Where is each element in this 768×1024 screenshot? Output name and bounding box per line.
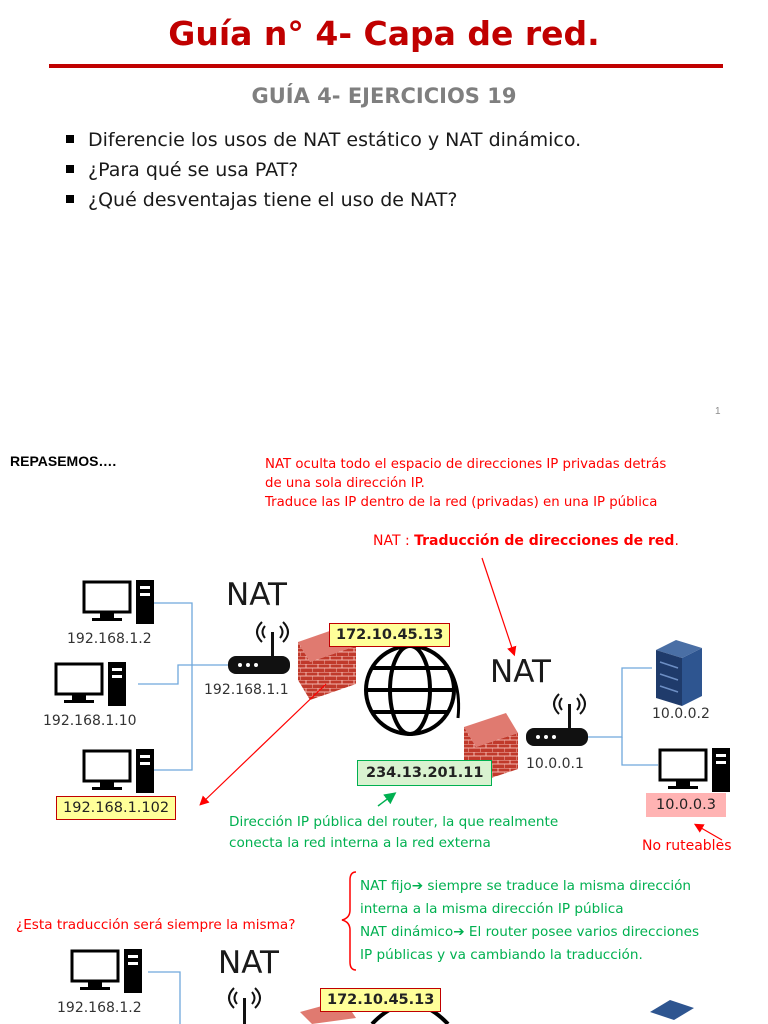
curly-brace	[341, 871, 357, 971]
public-ip-highlight: 172.10.45.13	[320, 988, 442, 1012]
title-divider	[49, 64, 723, 68]
list-item: Diferencie los usos de NAT estático y NA…	[66, 125, 581, 155]
list-item: ¿Para qué se usa PAT?	[66, 155, 581, 185]
computer-icon	[82, 580, 154, 624]
translation-question: ¿Esta traducción será siempre la misma?	[16, 917, 296, 933]
private-ip-highlight: 10.0.0.3	[646, 793, 726, 817]
nat-label: NAT	[490, 654, 551, 690]
computer-icon	[70, 949, 142, 993]
bullet-icon	[66, 135, 74, 143]
router-icon	[526, 693, 588, 746]
computer-icon	[82, 749, 154, 793]
router-icon	[228, 987, 261, 1024]
server-icon	[650, 1000, 694, 1020]
lan-cables-left	[138, 602, 228, 771]
pointer-arrow	[377, 792, 397, 807]
server-ip-label: 10.0.0.2	[652, 706, 710, 722]
nat-label: NAT	[226, 577, 287, 613]
server-icon	[656, 640, 702, 706]
section-heading: REPASEMOS….	[10, 453, 117, 469]
slide-subtitle: GUÍA 4- EJERCICIOS 19	[251, 84, 517, 108]
nat-definition: NAT : Traducción de direcciones de red.	[373, 533, 679, 549]
host-ip-label: 192.168.1.2	[57, 1000, 142, 1016]
lan-cable	[148, 971, 181, 1024]
page-number: 1	[715, 406, 721, 417]
nat-label: NAT	[218, 945, 279, 981]
pointer-arrow	[693, 823, 723, 841]
host-ip-highlight: 192.168.1.102	[56, 796, 177, 820]
bullet-icon	[66, 165, 74, 173]
router-public-ip: 234.13.201.11	[357, 760, 493, 786]
computer-icon	[658, 748, 730, 792]
router-ip-label: 10.0.0.1	[526, 756, 584, 772]
nat-types-description: NAT fijo➔ siempre se traduce la misma di…	[360, 878, 700, 963]
globe-icon	[364, 644, 461, 736]
question-list: Diferencie los usos de NAT estático y NA…	[66, 125, 581, 215]
pointer-arrow	[199, 683, 327, 806]
list-item: ¿Qué desventajas tiene el uso de NAT?	[66, 185, 581, 215]
router-icon	[228, 621, 290, 674]
lan-cables-right	[588, 667, 658, 766]
pointer-arrow	[481, 557, 517, 657]
host-ip-label: 192.168.1.2	[67, 631, 152, 647]
slide-title: Guía n° 4- Capa de red.	[168, 14, 600, 53]
nat-explanation: NAT oculta todo el espacio de direccione…	[265, 457, 667, 510]
computer-icon	[54, 662, 126, 706]
router-ip-description: Dirección IP pública del router, la que …	[229, 814, 559, 851]
router-ip-label: 192.168.1.1	[204, 682, 289, 698]
non-routable-note: No ruteables	[642, 838, 732, 854]
public-ip-highlight: 172.10.45.13	[329, 623, 451, 647]
bullet-icon	[66, 195, 74, 203]
host-ip-label: 192.168.1.10	[43, 713, 137, 729]
